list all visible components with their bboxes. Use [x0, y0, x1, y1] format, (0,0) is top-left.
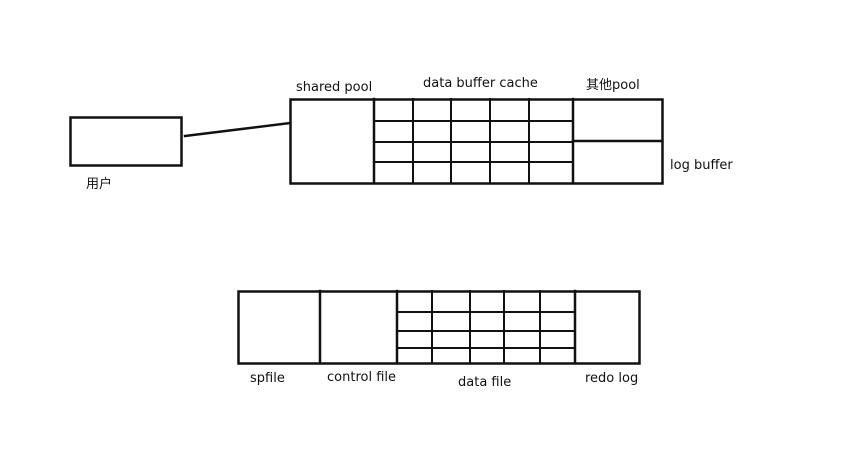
shared-pool-label: shared pool [296, 80, 373, 95]
redo-log-label: redo log [585, 371, 639, 386]
log-buffer-label: log buffer [670, 158, 733, 173]
buffer-cache-grid [373, 98, 574, 184]
user-sga-connector [183, 121, 292, 138]
data-file-grid [396, 290, 576, 364]
control-file-label: control file [327, 370, 396, 385]
user-box [69, 116, 183, 167]
data-buffer-cache-label: data buffer cache [423, 76, 538, 91]
other-pool-label: 其他pool [586, 78, 640, 93]
sga-memory-block [289, 97, 664, 185]
data-file-label: data file [458, 375, 512, 390]
files-outline [237, 290, 641, 365]
file-storage-block [237, 289, 641, 365]
spfile-label: spfile [250, 371, 285, 386]
user-label: 用户 [86, 177, 113, 192]
